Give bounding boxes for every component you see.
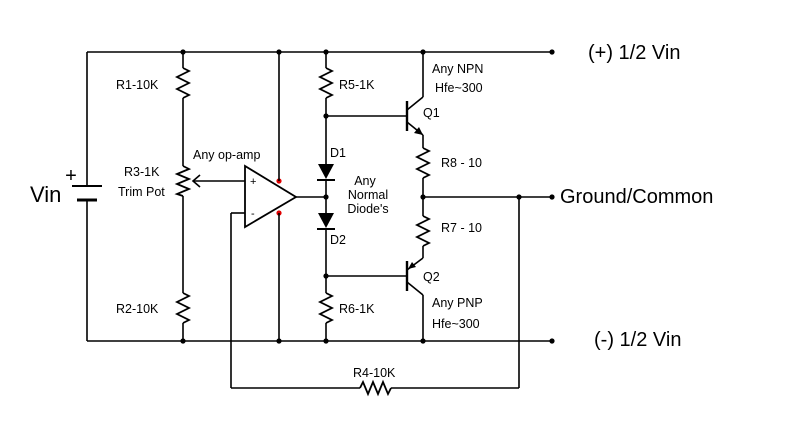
r1-resistor: [174, 67, 192, 99]
r5-resistor: [317, 67, 335, 99]
diode-note-line1: Any: [354, 174, 376, 188]
q2-emitter-arrow-icon: [408, 262, 416, 269]
opamp-label: Any op-amp: [193, 148, 260, 162]
battery-plus-sign: +: [65, 165, 77, 187]
positive-rail-terminal: [549, 49, 555, 55]
junction-dot: [323, 49, 329, 55]
r1-label: R1-10K: [116, 78, 159, 92]
q1-collector-lead: [406, 96, 424, 111]
diode-note-line3: Diode's: [347, 202, 388, 216]
junction-dot: [420, 338, 426, 344]
junction-dot: [276, 338, 282, 344]
r3-label: R3-1K: [124, 165, 160, 179]
r6-resistor: [317, 292, 335, 324]
d2-diode: [318, 213, 334, 228]
junction-dot: [516, 194, 522, 200]
r6-label: R6-1K: [339, 302, 375, 316]
junction-dot: [420, 194, 426, 200]
junction-dot: [323, 338, 329, 344]
q2-collector-lead: [406, 281, 424, 296]
junction-dot: [180, 49, 186, 55]
r2-resistor: [174, 292, 192, 324]
diode-note-line2: Normal: [348, 188, 388, 202]
negative-rail-terminal: [549, 338, 555, 344]
r3-wiper-arrow: [191, 174, 201, 188]
q2-label: Q2: [423, 270, 440, 284]
q2-hfe-label: Hfe~300: [432, 317, 480, 331]
battery-label: Vin: [30, 182, 61, 207]
junction-dot: [420, 49, 426, 55]
ground-label: Ground/Common: [560, 186, 713, 208]
junction-dot: [180, 338, 186, 344]
q2-type-label: Any PNP: [432, 296, 483, 310]
positive-rail-label: (+) 1/2 Vin: [588, 42, 680, 64]
q1-type-label: Any NPN: [432, 62, 483, 76]
r4-resistor: [359, 379, 392, 397]
q1-hfe-label: Hfe~300: [435, 81, 483, 95]
r7-resistor: [414, 215, 432, 247]
r2-label: R2-10K: [116, 302, 159, 316]
q1-label: Q1: [423, 106, 440, 120]
r8-label: R8 - 10: [441, 156, 482, 170]
d1-label: D1: [330, 146, 346, 160]
r5-label: R5-1K: [339, 78, 375, 92]
r7-label: R7 - 10: [441, 221, 482, 235]
opamp-minus-sign: -: [251, 208, 255, 220]
r4-label: R4-10K: [353, 366, 396, 380]
opamp-plus-sign: +: [250, 176, 256, 188]
ground-terminal: [549, 194, 555, 200]
r8-resistor: [414, 147, 432, 179]
r3-trim-pot: [174, 165, 192, 197]
d1-diode: [318, 164, 334, 179]
junction-dot: [276, 49, 282, 55]
negative-rail-label: (-) 1/2 Vin: [594, 329, 681, 351]
d2-label: D2: [330, 233, 346, 247]
opamp-triangle: [244, 164, 298, 229]
q1-emitter-arrow-icon: [414, 127, 423, 135]
r3-note: Trim Pot: [118, 185, 165, 199]
